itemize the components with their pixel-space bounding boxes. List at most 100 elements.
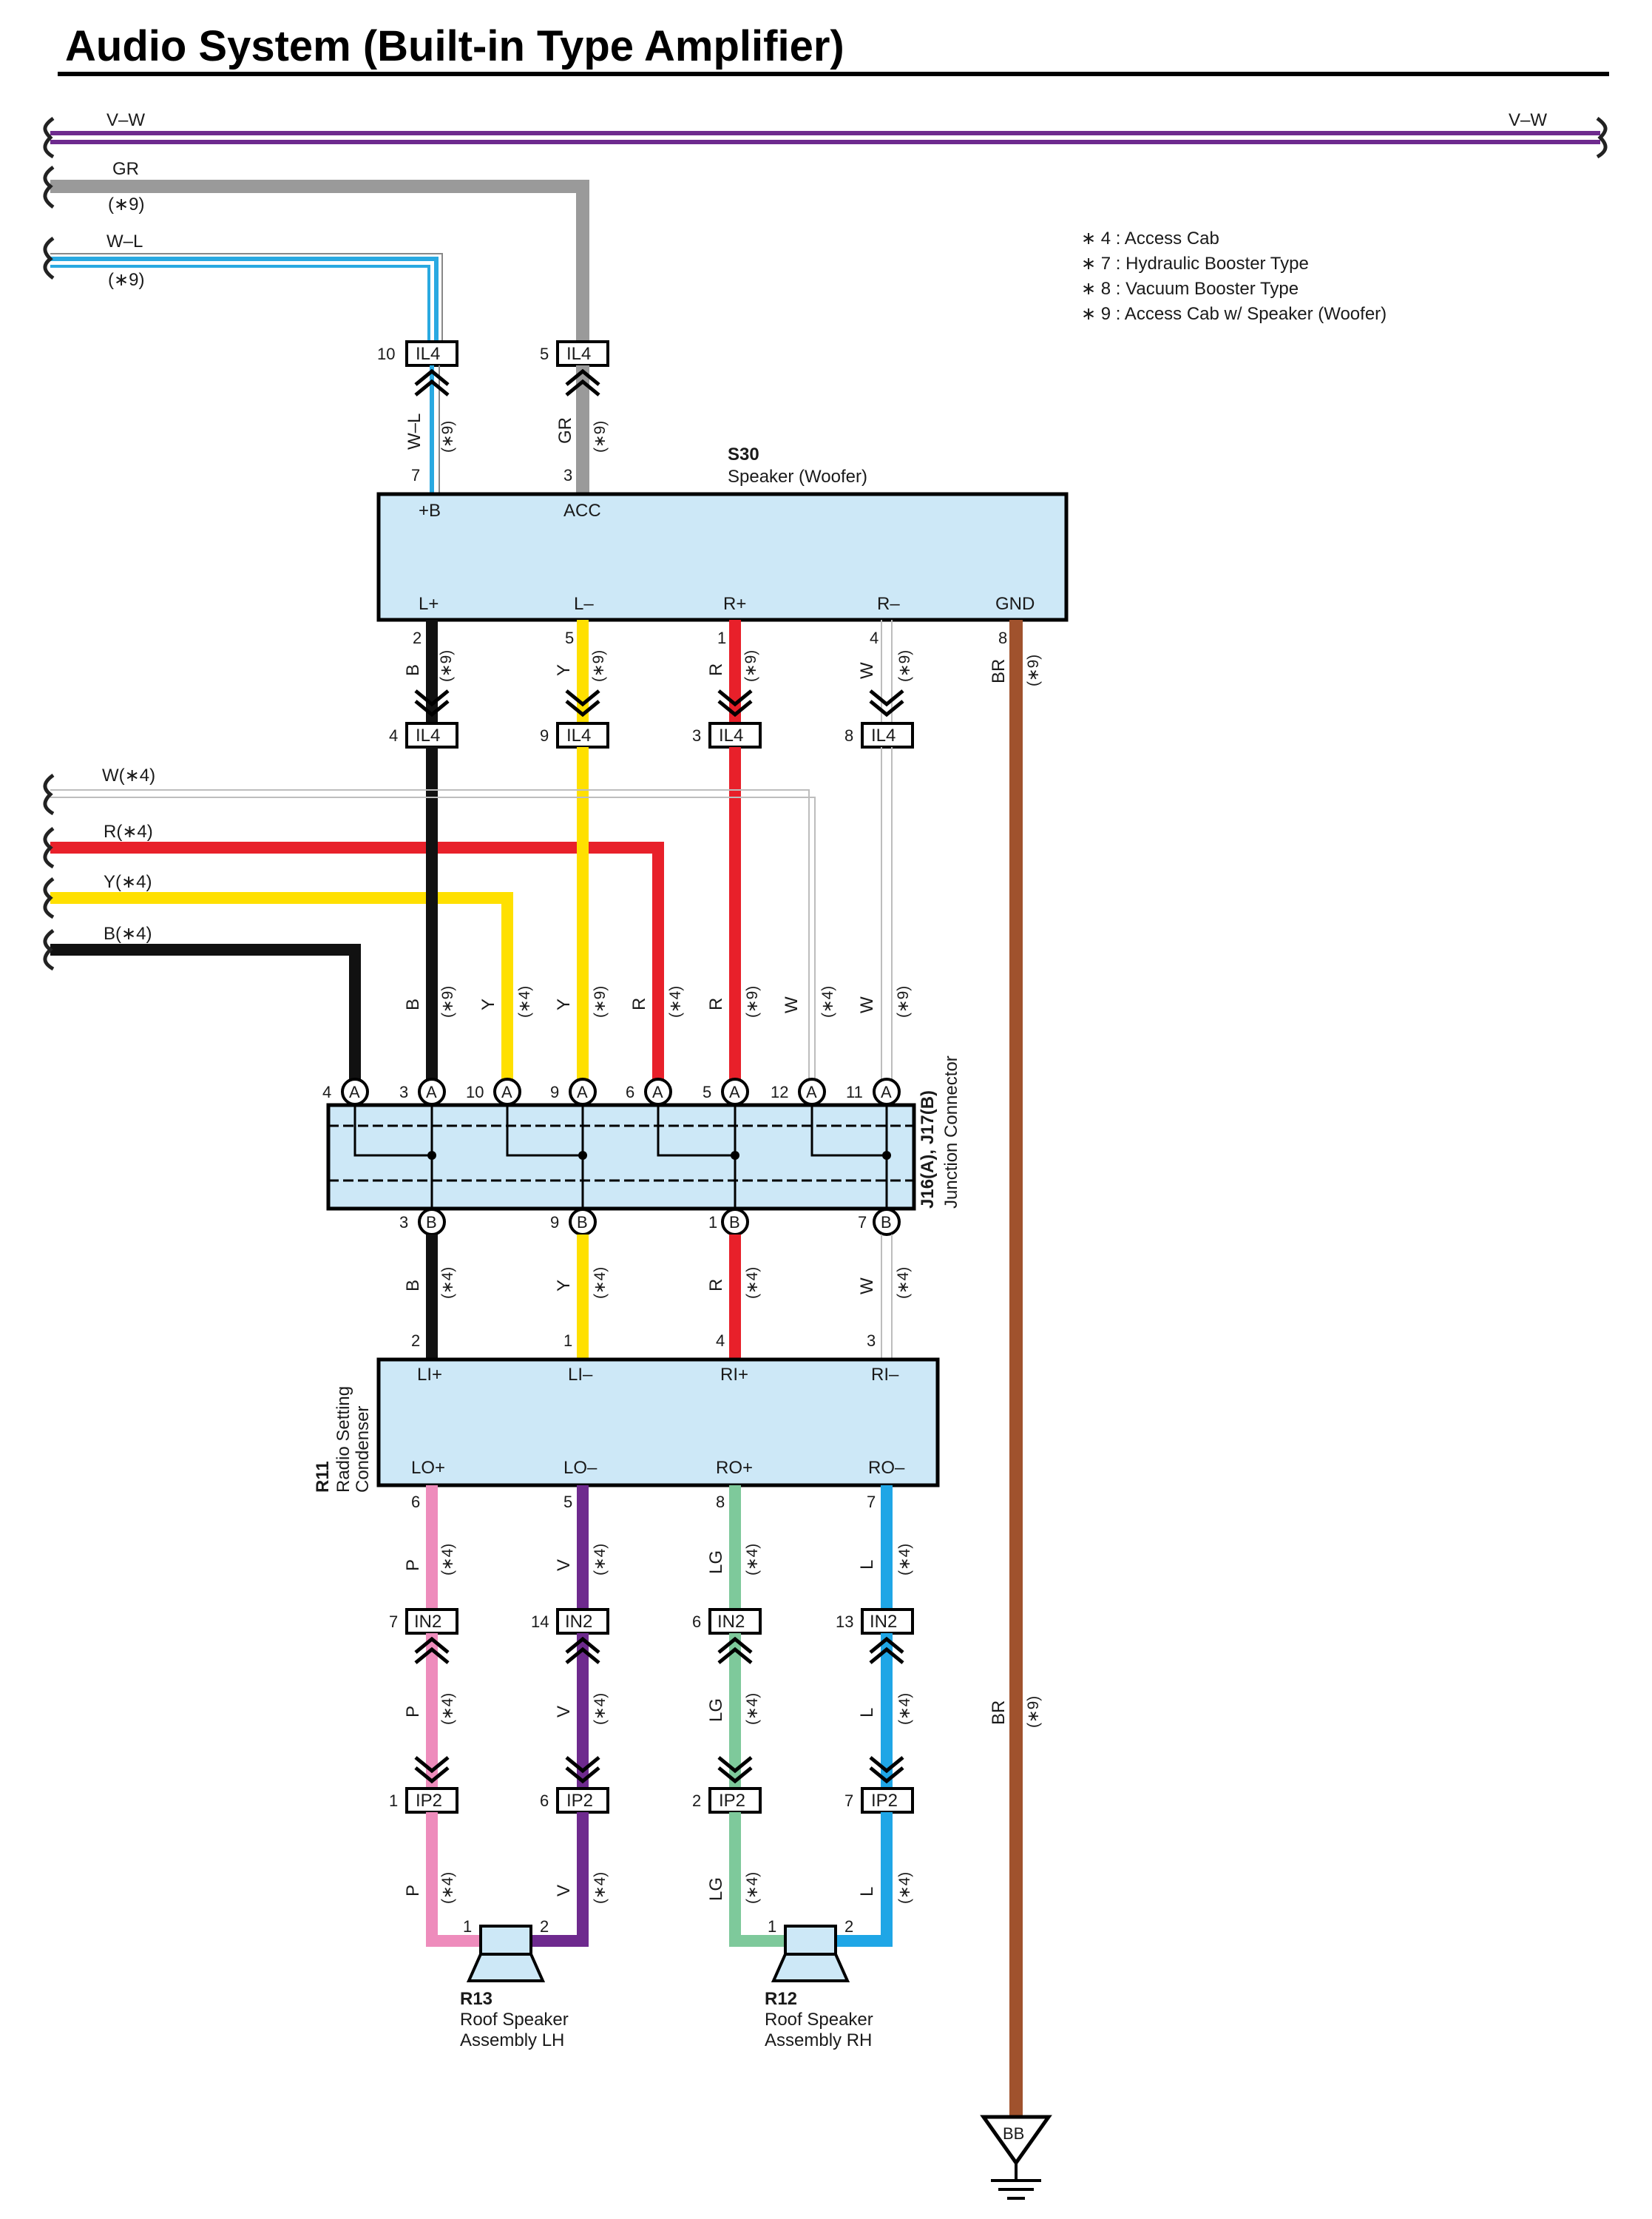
- pin: 3: [867, 1331, 876, 1350]
- pin: 7: [858, 1213, 867, 1232]
- ol-l: L: [857, 1560, 877, 1570]
- jl-b: B: [403, 999, 423, 1010]
- svg-text:A: A: [426, 1083, 437, 1101]
- wl-w: W: [857, 662, 877, 679]
- wl-note: (∗9): [1025, 655, 1042, 686]
- ml-v: V: [554, 1706, 574, 1718]
- speaker-icon: [771, 1925, 850, 1982]
- svg-text:B: B: [729, 1213, 740, 1232]
- left-w-wire: [43, 773, 816, 1086]
- note-8: ∗ 8 : Vacuum Booster Type: [1081, 279, 1299, 299]
- r11-pin-rom: RO–: [868, 1458, 905, 1478]
- pin: 8: [716, 1493, 725, 1511]
- rl-b: B: [403, 1280, 423, 1291]
- r11-pin-lop: LO+: [411, 1458, 445, 1478]
- junction-pin-b: B: [873, 1208, 901, 1236]
- s30-pin-gnd: GND: [995, 594, 1035, 614]
- junction-pin-a: A: [418, 1078, 446, 1106]
- wl-note: (∗9): [108, 270, 144, 290]
- chevron-up-icon: [869, 1636, 904, 1664]
- wire-label-wl: W–L: [404, 413, 424, 450]
- rl-note: (∗4): [895, 1267, 912, 1299]
- jl-note: (∗4): [667, 986, 684, 1018]
- pin: 2: [411, 1331, 420, 1350]
- pin-il4-10: 10: [377, 345, 395, 363]
- wire-note: (∗9): [439, 421, 456, 453]
- pin: 2: [844, 1917, 853, 1936]
- svg-text:IP2: IP2: [719, 1791, 745, 1811]
- svg-text:A: A: [729, 1083, 740, 1101]
- pin: 7: [389, 1612, 398, 1631]
- svg-text:IL4: IL4: [871, 726, 896, 746]
- svg-text:IP2: IP2: [416, 1791, 442, 1811]
- pin-s30-3: 3: [563, 466, 572, 484]
- pin: 9: [550, 1083, 559, 1101]
- vw-label-left: V–W: [106, 110, 145, 130]
- svg-text:B: B: [426, 1213, 437, 1232]
- svg-text:A: A: [349, 1083, 360, 1101]
- il4-connector-5: IL4: [556, 340, 609, 367]
- note-7: ∗ 7 : Hydraulic Booster Type: [1081, 254, 1309, 274]
- s30-pin-lp: L+: [419, 594, 439, 614]
- jl-y4: Y: [478, 999, 498, 1010]
- s30-name: Speaker (Woofer): [728, 467, 867, 487]
- left-b-wire: [43, 928, 361, 1086]
- il4-connector-9: IL4: [556, 722, 609, 749]
- sl-p: P: [403, 1885, 423, 1897]
- junction-pin-a: A: [798, 1078, 826, 1106]
- chevron-down-icon: [565, 1756, 600, 1784]
- left-r-wire: [43, 826, 664, 1086]
- wire-p-speaker: [426, 1812, 481, 1947]
- jl-note: (∗9): [439, 986, 456, 1018]
- s30-code: S30: [728, 445, 759, 465]
- junction-pin-a: A: [721, 1078, 749, 1106]
- vw-label-right: V–W: [1509, 110, 1547, 130]
- pin: 14: [531, 1612, 549, 1631]
- chevron-down-icon: [717, 689, 753, 717]
- chevron-down-icon: [717, 1756, 753, 1784]
- pin: 1: [563, 1331, 572, 1350]
- ip2-connector-1: IP2: [405, 1787, 458, 1814]
- jl-note: (∗9): [744, 986, 761, 1018]
- svg-text:IL4: IL4: [416, 344, 440, 364]
- r11-radio-setting-condenser: [376, 1357, 940, 1487]
- ol-note: (∗4): [744, 1544, 761, 1575]
- pin: 9: [550, 1213, 559, 1232]
- pin: 13: [836, 1612, 853, 1631]
- pin-il4-5: 5: [540, 345, 549, 363]
- pin: 10: [466, 1083, 484, 1101]
- svg-text:B: B: [881, 1213, 892, 1232]
- wire-v-speaker: [531, 1812, 589, 1947]
- chevron-down-icon: [414, 1756, 450, 1784]
- left-w-label: W(∗4): [102, 766, 155, 786]
- ip2-connector-7: IP2: [861, 1787, 914, 1814]
- svg-text:IP2: IP2: [566, 1791, 593, 1811]
- rl-note: (∗4): [439, 1267, 456, 1299]
- sl-note: (∗4): [592, 1872, 609, 1904]
- wire-label-gr: GR: [555, 417, 575, 444]
- r11-pin-lom: LO–: [563, 1458, 598, 1478]
- svg-text:IN2: IN2: [717, 1612, 745, 1632]
- wl-wire: [43, 236, 443, 342]
- pin: 9: [540, 726, 549, 745]
- s30-pin-rm: R–: [877, 594, 900, 614]
- pin: 11: [846, 1083, 863, 1101]
- r11-pin-rip: RI+: [720, 1365, 748, 1385]
- ol-note: (∗4): [592, 1544, 609, 1575]
- chevron-down-icon: [565, 689, 600, 717]
- junction-connector: [326, 1103, 916, 1211]
- left-y-wire: [43, 877, 513, 1086]
- r13-line2: Assembly LH: [460, 2030, 564, 2050]
- r12-line2: Assembly RH: [765, 2030, 872, 2050]
- pin: 3: [692, 726, 701, 745]
- svg-text:A: A: [501, 1083, 512, 1101]
- il4-connector-4: IL4: [405, 722, 458, 749]
- ml-note: (∗4): [896, 1693, 913, 1725]
- r12-code: R12: [765, 1989, 797, 2009]
- chevron-up-icon: [414, 1636, 450, 1664]
- gnd-wire-label: BR: [989, 1700, 1009, 1725]
- wl-label: W–L: [106, 232, 143, 251]
- svg-text:IL4: IL4: [566, 344, 591, 364]
- gr-note: (∗9): [108, 195, 144, 215]
